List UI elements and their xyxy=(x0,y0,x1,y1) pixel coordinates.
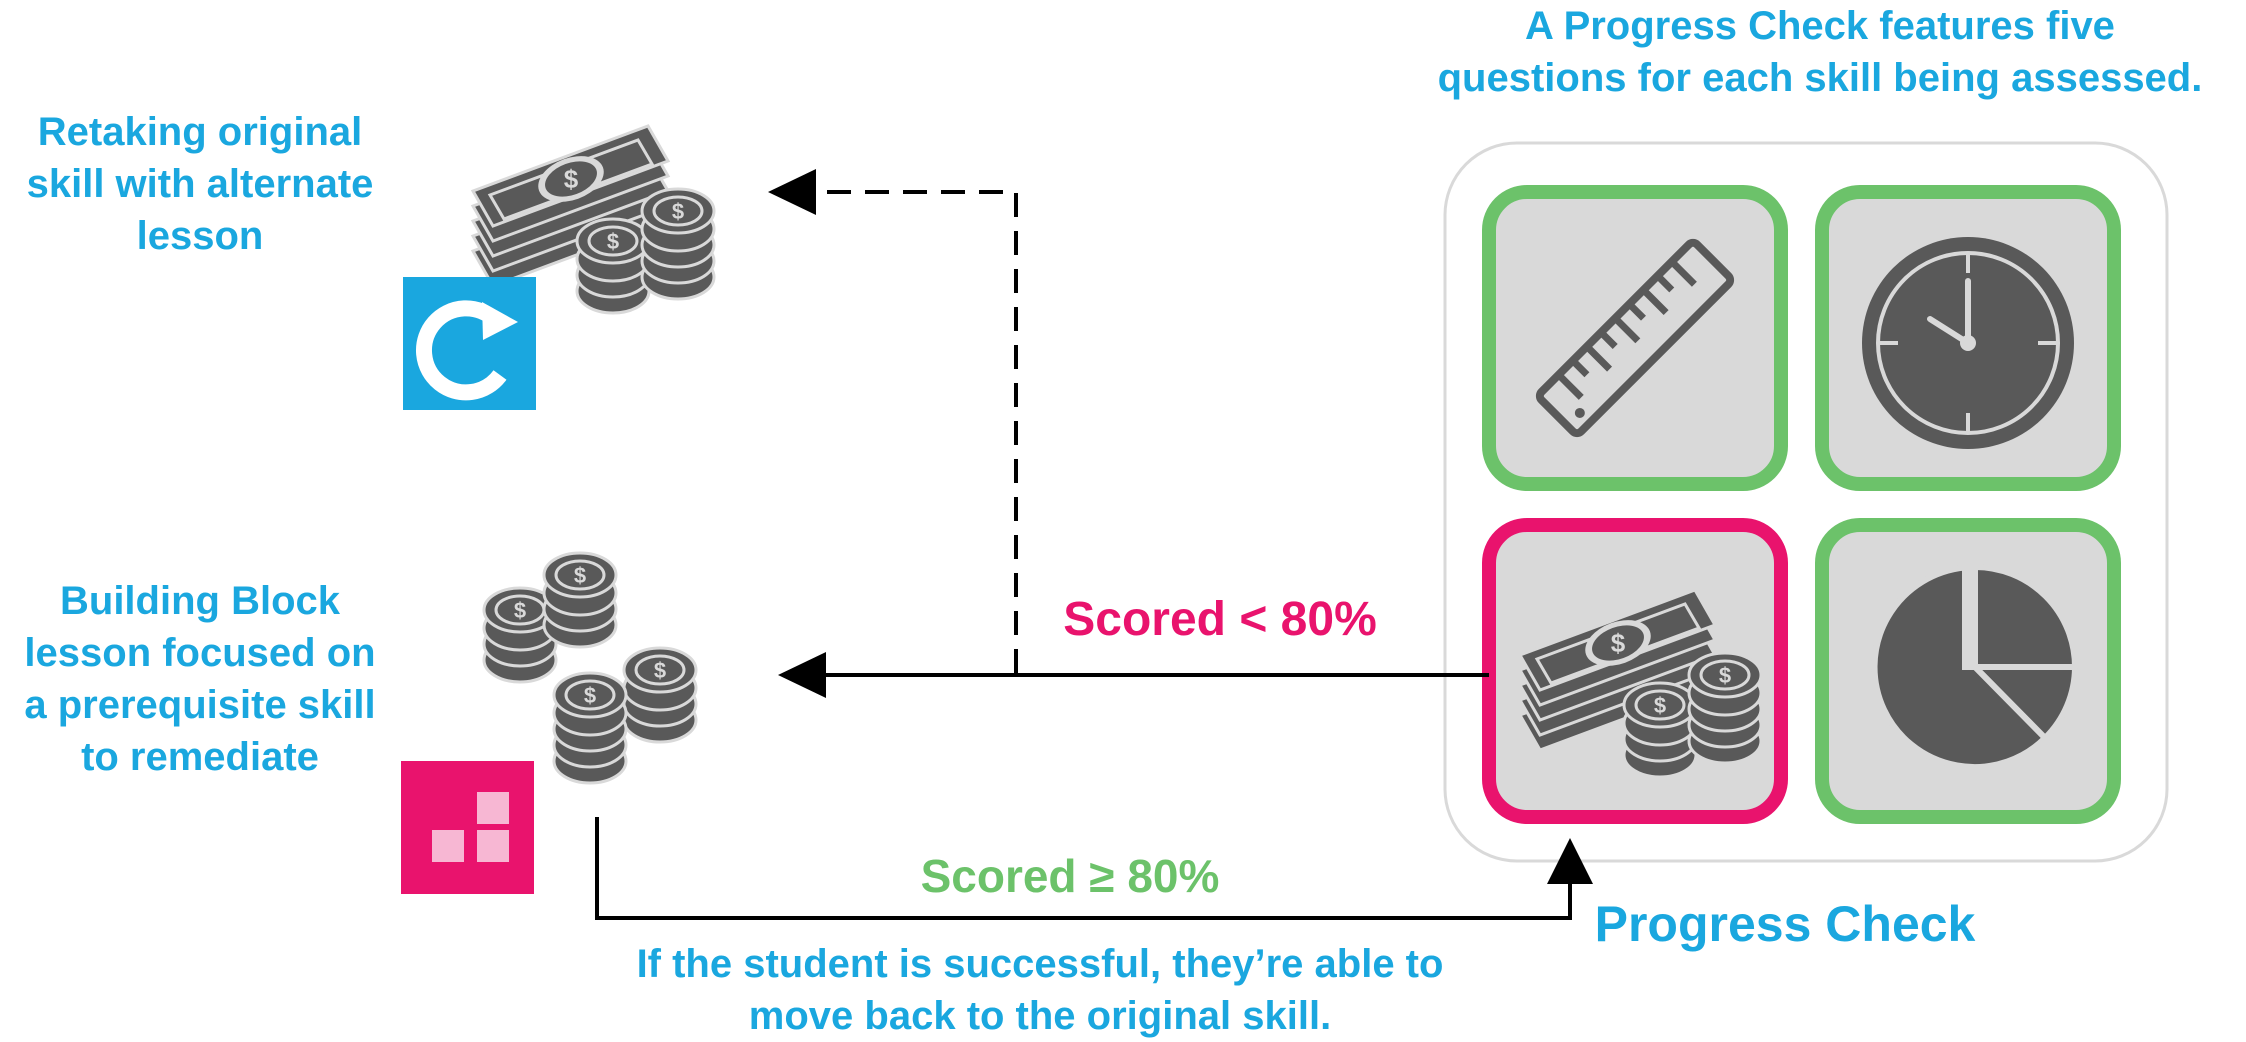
building-block-label: Building Block lesson focused on a prere… xyxy=(0,575,400,783)
refresh-icon xyxy=(403,277,536,410)
building-block-line2: lesson focused on xyxy=(24,631,376,675)
pie-chart-icon xyxy=(1871,563,2079,770)
header-note-line1: A Progress Check features five xyxy=(1525,4,2115,48)
blocks-icon xyxy=(401,761,534,894)
header-note: A Progress Check features five questions… xyxy=(1380,0,2246,104)
building-block-line3: a prerequisite skill xyxy=(24,683,376,727)
pass-score-label: Scored ≥ 80% xyxy=(920,850,1220,902)
footer-note: If the student is successful, they’re ab… xyxy=(560,938,1520,1042)
retake-label-line2: skill with alternate xyxy=(26,162,374,206)
retake-label-line3: lesson xyxy=(136,214,264,258)
clock-icon xyxy=(1862,237,2074,449)
pass-arrow-head xyxy=(1547,838,1593,884)
retake-dashed-line xyxy=(810,190,1018,673)
building-block-line4: to remediate xyxy=(81,735,319,779)
retake-label: Retaking original skill with alternate l… xyxy=(0,106,400,262)
pass-arrow-line xyxy=(595,817,1572,920)
ruler-icon xyxy=(1535,238,1735,438)
progress-check-title: Progress Check xyxy=(1594,896,1976,952)
footer-note-line2: move back to the original skill. xyxy=(748,994,1332,1038)
retake-label-line1: Retaking original xyxy=(37,110,363,154)
fail-arrow-head xyxy=(778,652,826,698)
retake-arrow-head xyxy=(768,169,816,215)
footer-note-line1: If the student is successful, they’re ab… xyxy=(636,942,1444,986)
coins-icon xyxy=(484,553,696,783)
fail-score-label: Scored < 80% xyxy=(1063,593,1377,646)
header-note-line2: questions for each skill being assessed. xyxy=(1437,56,2203,100)
building-block-line1: Building Block xyxy=(60,579,340,623)
